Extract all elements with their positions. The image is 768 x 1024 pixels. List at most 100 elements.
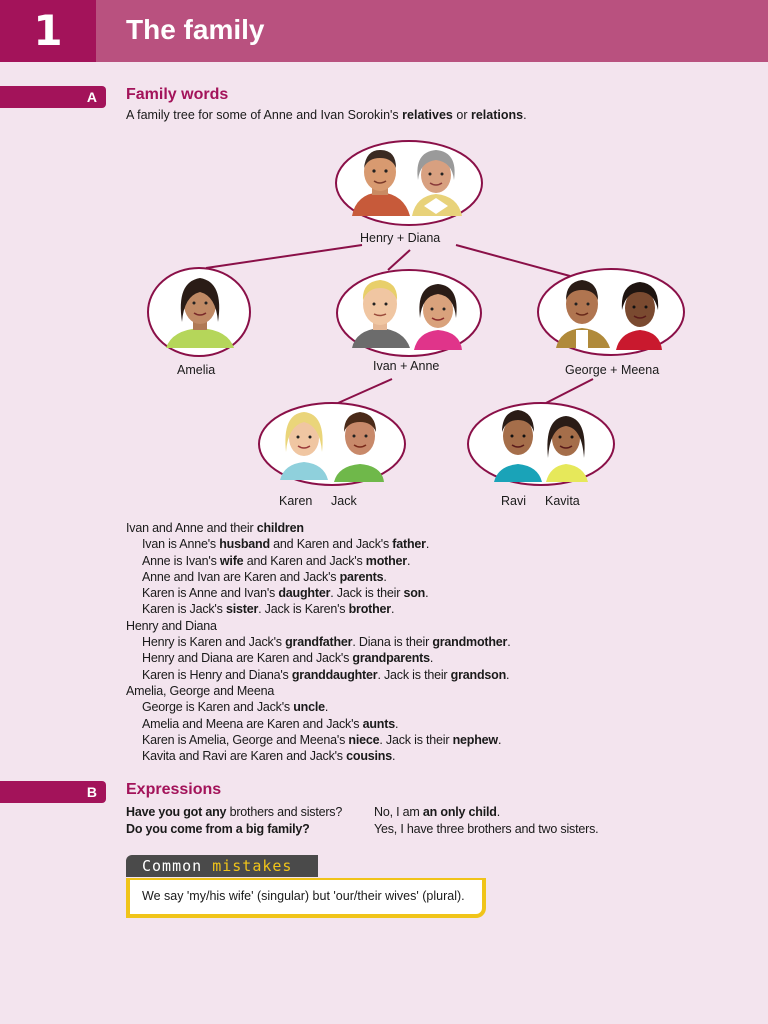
label-jack: Jack bbox=[331, 494, 357, 508]
text-run: . bbox=[324, 700, 329, 715]
section-a-letter: A bbox=[86, 89, 97, 105]
vocab-word: an only child bbox=[422, 805, 497, 819]
text-run: Ivan is Anne's bbox=[142, 537, 220, 552]
text-run: brothers and sisters? bbox=[226, 805, 343, 819]
vocab-word: husband bbox=[219, 537, 270, 552]
definition-line: Karen is Anne and Ivan's daughter. Jack … bbox=[126, 585, 746, 601]
unit-number: 1 bbox=[0, 0, 96, 62]
text-run: or bbox=[452, 108, 471, 122]
group-heading: Amelia, George and Meena bbox=[126, 683, 746, 699]
text-run: Kavita and Ravi are Karen and Jack's bbox=[142, 749, 347, 764]
expression-answer: No, I am an only child. bbox=[374, 804, 500, 821]
section-b-letter: B bbox=[86, 784, 97, 800]
label-grandparents: Henry + Diana bbox=[360, 231, 441, 245]
grandparents-portrait bbox=[335, 140, 483, 226]
definition-line: Karen is Henry and Diana's granddaughter… bbox=[126, 667, 746, 683]
vocab-word: father bbox=[392, 537, 426, 552]
definition-line: Ivan is Anne's husband and Karen and Jac… bbox=[126, 536, 746, 552]
common-mistakes-word1: Common bbox=[142, 857, 203, 875]
george-meena-portrait bbox=[537, 268, 685, 356]
vocab-word: brother bbox=[348, 602, 392, 617]
section-b-title: Expressions bbox=[126, 781, 222, 798]
vocab-word: grandparents bbox=[352, 651, 430, 666]
vocab-word: Have you got any bbox=[126, 805, 227, 819]
amelia-portrait bbox=[147, 267, 251, 357]
vocab-word: children bbox=[256, 521, 304, 535]
text-run: . bbox=[391, 749, 396, 764]
vocab-word: relatives bbox=[402, 108, 453, 122]
expressions-list: Have you got any brothers and sisters? No… bbox=[126, 804, 686, 838]
common-mistakes-word2: mistakes bbox=[212, 857, 293, 875]
jack-figure bbox=[334, 412, 384, 482]
vocab-word: granddaughter bbox=[291, 667, 378, 682]
text-run: . bbox=[506, 667, 510, 682]
label-karen: Karen bbox=[279, 494, 313, 508]
ravi-figure bbox=[494, 410, 542, 482]
text-run: . Jack is their bbox=[330, 586, 404, 601]
vocab-word: sister bbox=[225, 602, 259, 617]
definition-line: Amelia and Meena are Karen and Jack's au… bbox=[126, 716, 746, 732]
common-mistakes-text: We say 'my/his wife' (singular) but 'our… bbox=[142, 889, 465, 903]
text-run: Amelia, George and Meena bbox=[126, 683, 275, 698]
vocab-word: aunts bbox=[362, 716, 396, 731]
text-run: Yes, I have three brothers and two siste… bbox=[374, 822, 599, 836]
text-run: No, I am bbox=[374, 805, 423, 819]
text-run: . Diana is their bbox=[352, 635, 433, 650]
text-run: Karen is Amelia, George and Meena's bbox=[142, 732, 349, 747]
vocab-word: uncle bbox=[293, 700, 325, 715]
common-mistakes-heading: Common mistakes bbox=[126, 855, 318, 877]
vocab-word: son bbox=[403, 586, 426, 601]
text-run: . bbox=[497, 732, 502, 747]
expression-answer: Yes, I have three brothers and two siste… bbox=[374, 821, 599, 838]
text-run: and Karen and Jack's bbox=[269, 537, 393, 552]
text-run: Karen is Anne and Ivan's bbox=[142, 586, 279, 601]
anne-figure bbox=[414, 284, 462, 350]
vocab-word: grandson bbox=[450, 667, 507, 682]
text-run: A family tree for some of Anne and Ivan … bbox=[126, 108, 403, 122]
label-george-meena: George + Meena bbox=[565, 363, 660, 377]
text-run: . bbox=[429, 651, 434, 666]
definition-line: Henry and Diana are Karen and Jack's gra… bbox=[126, 650, 746, 666]
label-parents: Ivan + Anne bbox=[373, 359, 440, 373]
expression-row: Do you come from a big family?Yes, I hav… bbox=[126, 821, 686, 838]
unit-header: 1 The family bbox=[0, 0, 768, 62]
text-run: Karen is Henry and Diana's bbox=[142, 667, 292, 682]
karen-figure bbox=[280, 412, 328, 480]
vocab-word: niece bbox=[348, 732, 380, 747]
label-kavita: Kavita bbox=[545, 494, 580, 508]
vocab-word: nephew bbox=[452, 732, 499, 747]
vocab-word: mother bbox=[365, 553, 407, 568]
label-amelia: Amelia bbox=[177, 363, 216, 377]
text-run: . bbox=[394, 716, 399, 731]
vocab-word: cousins bbox=[346, 749, 392, 764]
henry-figure bbox=[352, 150, 410, 216]
text-run: . bbox=[523, 108, 527, 122]
group-heading: Henry and Diana bbox=[126, 618, 746, 634]
definition-line: Anne is Ivan's wife and Karen and Jack's… bbox=[126, 553, 746, 569]
label-ravi: Ravi bbox=[501, 494, 527, 508]
kavita-figure bbox=[546, 416, 588, 482]
text-run: and Karen and Jack's bbox=[243, 553, 366, 568]
definition-line: Anne and Ivan are Karen and Jack's paren… bbox=[126, 569, 746, 585]
text-run: . bbox=[507, 635, 511, 650]
definition-line: Karen is Amelia, George and Meena's niec… bbox=[126, 732, 746, 748]
text-run: . Jack is Karen's bbox=[258, 602, 349, 617]
common-mistakes-box: We say 'my/his wife' (singular) but 'our… bbox=[126, 878, 486, 918]
text-run: Anne and Ivan are Karen and Jack's bbox=[142, 569, 340, 584]
family-tree-diagram bbox=[147, 140, 685, 486]
text-run: . Jack is their bbox=[379, 732, 453, 747]
definition-line: Karen is Jack's sister. Jack is Karen's … bbox=[126, 601, 746, 617]
text-run: Anne is Ivan's bbox=[142, 553, 220, 568]
vocab-word: wife bbox=[219, 553, 244, 568]
text-run: Henry and Diana bbox=[126, 618, 217, 633]
meena-figure bbox=[616, 282, 662, 350]
vocab-word: grandmother bbox=[432, 635, 508, 650]
definition-line: George is Karen and Jack's uncle. bbox=[126, 699, 746, 715]
text-run: Amelia and Meena are Karen and Jack's bbox=[142, 716, 363, 731]
diana-figure bbox=[412, 150, 462, 216]
section-a-title: Family words bbox=[126, 86, 229, 103]
george-figure bbox=[556, 280, 610, 348]
section-a-tab: A bbox=[0, 86, 106, 108]
expression-row: Have you got any brothers and sisters? No… bbox=[126, 804, 686, 821]
